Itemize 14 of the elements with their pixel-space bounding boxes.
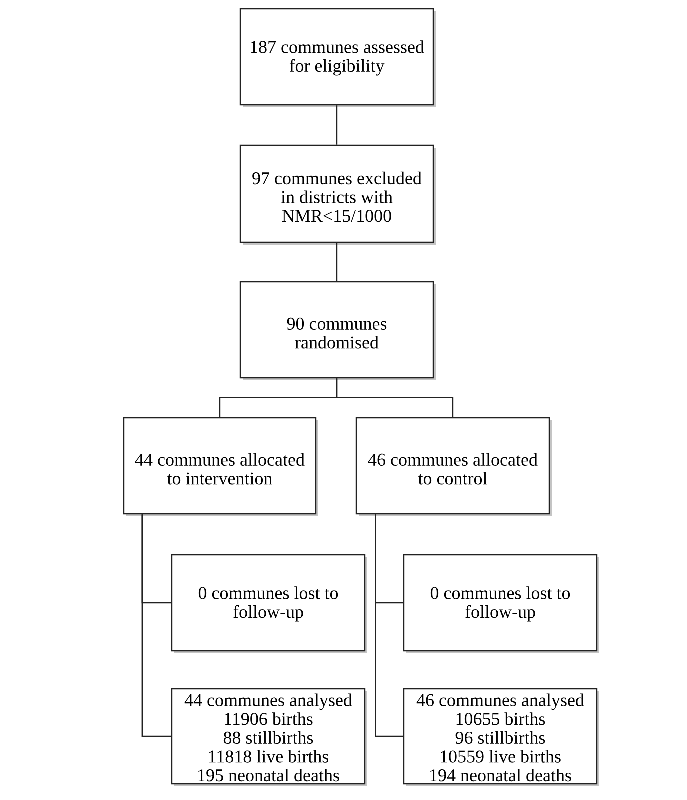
process-box: 44 communes allocated to intervention <box>123 417 318 516</box>
connector-line <box>336 106 338 145</box>
process-box: 44 communes analysed 11906 births 88 stillbirths 11818 live births 195 neonatal deaths <box>171 688 368 786</box>
connector-line <box>336 378 454 418</box>
process-box: 46 communes analysed 10655 births 96 stillbirths 10559 live births 194 neonatal deaths <box>403 688 600 786</box>
process-box: 90 communes randomised <box>240 281 436 380</box>
process-box: 0 communes lost to follow-up <box>171 554 368 654</box>
connector-line <box>336 243 338 282</box>
process-box: 46 communes allocated to control <box>356 417 552 516</box>
connector-line <box>375 514 404 738</box>
connector-line <box>142 514 172 738</box>
process-box: 97 communes excluded in districts with NMR<15/1000 <box>240 144 436 245</box>
process-box: 0 communes lost to follow-up <box>403 554 600 654</box>
process-box: 187 communes assessed for eligibility <box>240 8 436 108</box>
